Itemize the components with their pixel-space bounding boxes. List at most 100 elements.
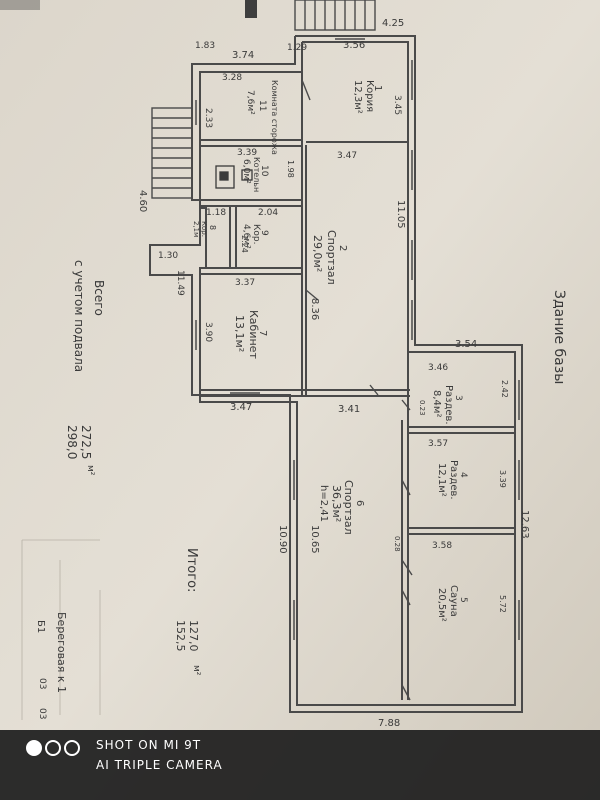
- room-9-area: 4,6м²: [241, 224, 251, 249]
- room-4-name: Раздев.: [448, 460, 459, 500]
- dim-3-57: 3.57: [428, 439, 448, 449]
- dim-7-88: 7.88: [378, 718, 400, 729]
- room-2-name: Спортзал: [325, 230, 338, 285]
- room-10-no: 10: [259, 165, 269, 177]
- boiler-icon: [215, 165, 253, 189]
- room-4-area: 12,1м²: [436, 463, 447, 497]
- room-1-name: Кория: [364, 80, 375, 112]
- dim-3-41: 3.41: [338, 404, 360, 415]
- dim-3-90: 3.90: [203, 322, 213, 342]
- dim-1-30: 1.30: [158, 251, 178, 261]
- stairs-left: [151, 107, 193, 199]
- room-6-area: 36,3м²: [330, 485, 343, 522]
- stamp-code: Б1: [35, 620, 46, 633]
- faint-stamp-lines: [21, 539, 101, 720]
- room-6-name: Спортзал: [342, 480, 355, 535]
- room-3-area: 8,4м²: [431, 390, 442, 417]
- watermark-line-1: SHOT ON MI 9T: [96, 738, 202, 752]
- total-label: Всего: [92, 280, 106, 316]
- dim-1-83: 1.83: [195, 41, 215, 51]
- dim-8-36: 8.36: [309, 298, 320, 320]
- dim-11-49: 11.49: [175, 270, 185, 296]
- itogo-label: Итого:: [184, 548, 199, 592]
- dim-0-23: 0.23: [418, 400, 426, 416]
- dark-corner: [0, 0, 40, 10]
- plan-labels: Здание базы 4.25 3.56 3.74 1.29 1.83 3.2…: [35, 18, 567, 729]
- dim-3-47-b: 3.47: [230, 402, 252, 413]
- room-10-area: 6,0м²: [241, 159, 251, 184]
- dim-0-28: 0.28: [393, 536, 401, 552]
- room-2-no: 2: [337, 245, 348, 251]
- stairs-top: [294, 0, 376, 31]
- dim-1-98: 1.98: [286, 160, 295, 178]
- doors: [301, 79, 413, 701]
- camera-watermark: SHOT ON MI 9T AI TRIPLE CAMERA: [0, 730, 600, 800]
- room-3-no: 3: [453, 395, 463, 401]
- total-unit: м²: [85, 465, 95, 476]
- dim-2-04: 2.04: [258, 208, 278, 218]
- dim-5-72: 5.72: [498, 595, 507, 613]
- itogo-unit: м²: [191, 665, 201, 676]
- dark-top-strip: [245, 0, 257, 18]
- dim-4-60: 4.60: [137, 190, 148, 212]
- windows: [195, 38, 520, 640]
- room-2-area: 29,0м²: [311, 235, 324, 272]
- room-7-name: Кабинет: [247, 310, 260, 359]
- dim-1-18: 1.18: [206, 208, 226, 218]
- plan-walls: [149, 35, 523, 713]
- room-6-no: 6: [354, 500, 365, 506]
- dim-12-63: 12.63: [519, 510, 530, 539]
- total-value-1: 272,5: [79, 425, 93, 459]
- dim-10-90: 10.90: [277, 525, 288, 554]
- room-9-no: 9: [259, 230, 269, 236]
- itogo-value-2: 152,5: [174, 620, 187, 652]
- dim-3-39: 3.39: [237, 148, 257, 158]
- room-9-name: Кор.: [251, 224, 261, 244]
- dim-11-05: 11.05: [395, 200, 406, 229]
- room-8-name: Кор.: [200, 221, 208, 237]
- dim-1-29: 1.29: [287, 43, 307, 53]
- dark-bottom-band: [0, 730, 600, 800]
- room-3-name: Раздев.: [443, 385, 454, 425]
- room-8-area: 2,1м: [192, 221, 200, 237]
- dim-3-74: 3.74: [232, 50, 254, 61]
- dim-4-25: 4.25: [382, 18, 404, 29]
- room-5-no: 5: [458, 597, 468, 603]
- room-10-name: Котельн: [252, 157, 261, 192]
- dim-3-28: 3.28: [222, 73, 242, 83]
- building-title: Здание базы: [551, 290, 567, 384]
- room-11-name: Комната сторожа: [270, 80, 279, 155]
- room-4-no: 4: [458, 472, 468, 478]
- total-value-2: 298,0: [65, 425, 79, 459]
- room-5-area: 20,5м²: [436, 588, 447, 622]
- dim-3-37: 3.37: [235, 278, 255, 288]
- watermark-line-2: AI TRIPLE CAMERA: [96, 758, 223, 772]
- room-6-height: h=2,41: [318, 485, 329, 522]
- total-basement-label: с учетом подвала: [72, 260, 86, 372]
- dim-3-56: 3.56: [343, 40, 365, 51]
- dim-3-46: 3.46: [428, 363, 448, 373]
- room-11-area: 7,6м²: [245, 90, 255, 115]
- room-1-area: 12,3м²: [352, 80, 363, 114]
- dim-3-54: 3.54: [455, 339, 477, 350]
- room-7-area: 13,1м²: [233, 315, 246, 352]
- room-8-no: 8: [208, 225, 217, 230]
- sheet-a: 03: [37, 678, 47, 689]
- dim-3-39-b: 3.39: [498, 470, 507, 488]
- address-text: Береговая к 1: [55, 612, 68, 693]
- dim-10-65: 10.65: [309, 525, 320, 554]
- room-1-no: 1: [372, 85, 383, 91]
- sheet-b: 03: [37, 708, 47, 719]
- room-5-name: Сауна: [448, 585, 459, 617]
- dim-2-24: 2.24: [240, 235, 249, 253]
- itogo-value-1: 127,0: [187, 620, 200, 652]
- room-11-no: 11: [257, 100, 267, 111]
- dim-2-33: 2.33: [203, 108, 213, 128]
- dim-2-42: 2.42: [500, 380, 509, 398]
- dim-3-47-a: 3.47: [337, 151, 357, 161]
- dim-3-45: 3.45: [392, 95, 402, 115]
- room-7-no: 7: [257, 330, 268, 336]
- dim-3-58: 3.58: [432, 541, 452, 551]
